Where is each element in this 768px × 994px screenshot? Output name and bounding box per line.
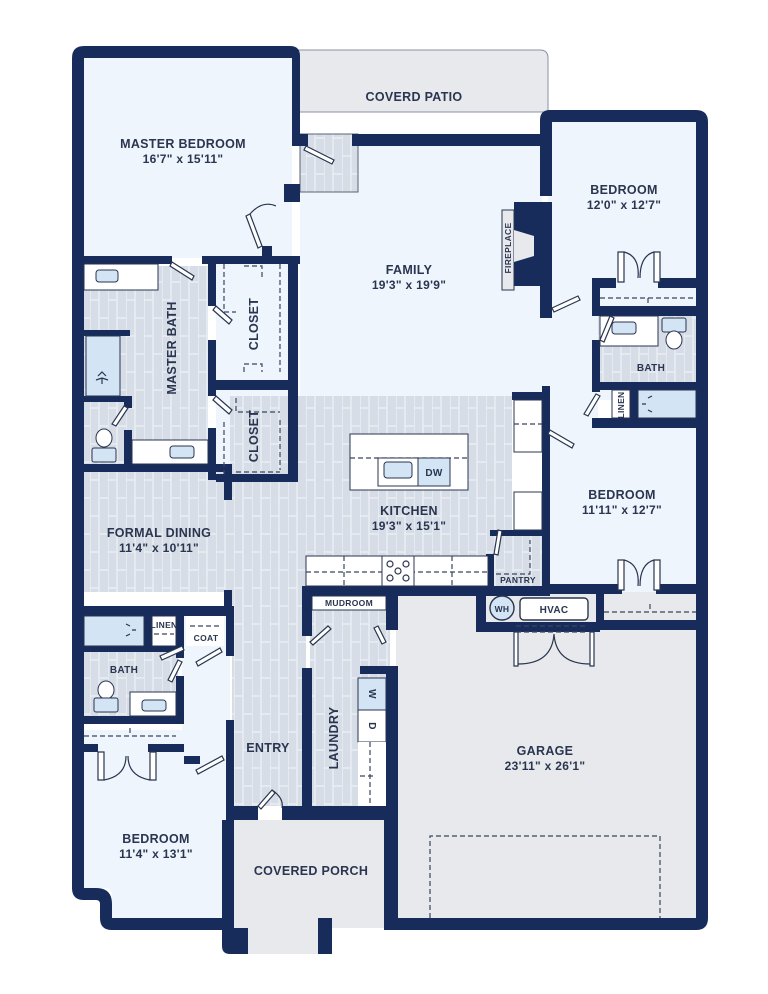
linen-west-label: LINEN	[151, 620, 178, 630]
mudroom-label: MUDROOM	[325, 598, 373, 608]
dw-label: DW	[425, 468, 443, 479]
bedroom-sw-dims: 11'4" x 13'1"	[119, 847, 193, 861]
garage-label: GARAGE	[517, 744, 574, 758]
garage-dims: 23'11" x 26'1"	[505, 759, 586, 773]
kitchen-dims: 19'3" x 15'1"	[372, 519, 446, 533]
porch-step	[248, 928, 318, 954]
family-dims: 19'3" x 19'9"	[372, 278, 446, 292]
covered-porch-label: COVERED PORCH	[254, 864, 368, 878]
washer-label: W	[366, 689, 377, 699]
entry-label: ENTRY	[246, 741, 290, 755]
walls	[72, 46, 708, 954]
laundry-label: LAUNDRY	[327, 706, 341, 769]
master-bedroom-label: MASTER BEDROOM	[120, 137, 246, 151]
covered-porch-floor	[234, 820, 384, 928]
closet-lower-label: CLOSET	[247, 410, 261, 463]
master-bedroom-dims: 16'7" x 15'11"	[143, 152, 224, 166]
kitchen-label: KITCHEN	[380, 504, 438, 518]
covered-patio	[297, 49, 549, 113]
pantry-label: PANTRY	[500, 575, 536, 585]
bath-east-label: BATH	[637, 363, 665, 374]
bedroom-ne-dims: 12'0" x 12'7"	[587, 198, 661, 212]
bath-west-label: BATH	[110, 665, 138, 676]
kitchen-dining-floor	[84, 396, 512, 806]
linen-east-label: LINEN	[616, 392, 626, 419]
master-bedroom-floor	[84, 58, 292, 258]
family-label: FAMILY	[386, 263, 433, 277]
formal-dining-dims: 11'4" x 10'11"	[119, 541, 199, 555]
master-bath-label: MASTER BATH	[165, 301, 179, 394]
formal-dining-label: FORMAL DINING	[107, 526, 211, 540]
bedroom-east-dims: 11'11" x 12'7"	[582, 503, 662, 517]
hvac-label: HVAC	[540, 605, 569, 616]
room-labels: MASTER BEDROOM 16'7" x 15'11" COVERD PAT…	[107, 90, 665, 878]
bedroom-sw-floor	[84, 730, 226, 918]
bedroom-east-label: BEDROOM	[588, 488, 655, 502]
bedroom-ne-label: BEDROOM	[590, 183, 657, 197]
wh-label: WH	[495, 604, 510, 614]
doors[interactable]	[97, 145, 661, 810]
coat-label: COAT	[194, 633, 219, 643]
garage-floor	[396, 592, 696, 918]
bedroom-sw-label: BEDROOM	[122, 832, 189, 846]
fixtures	[83, 263, 697, 918]
fireplace-label: FIREPLACE	[503, 223, 513, 274]
closet-upper-label: CLOSET	[247, 298, 261, 351]
dryer-label: D	[366, 722, 377, 730]
covered-patio-label: COVERD PATIO	[366, 90, 463, 104]
